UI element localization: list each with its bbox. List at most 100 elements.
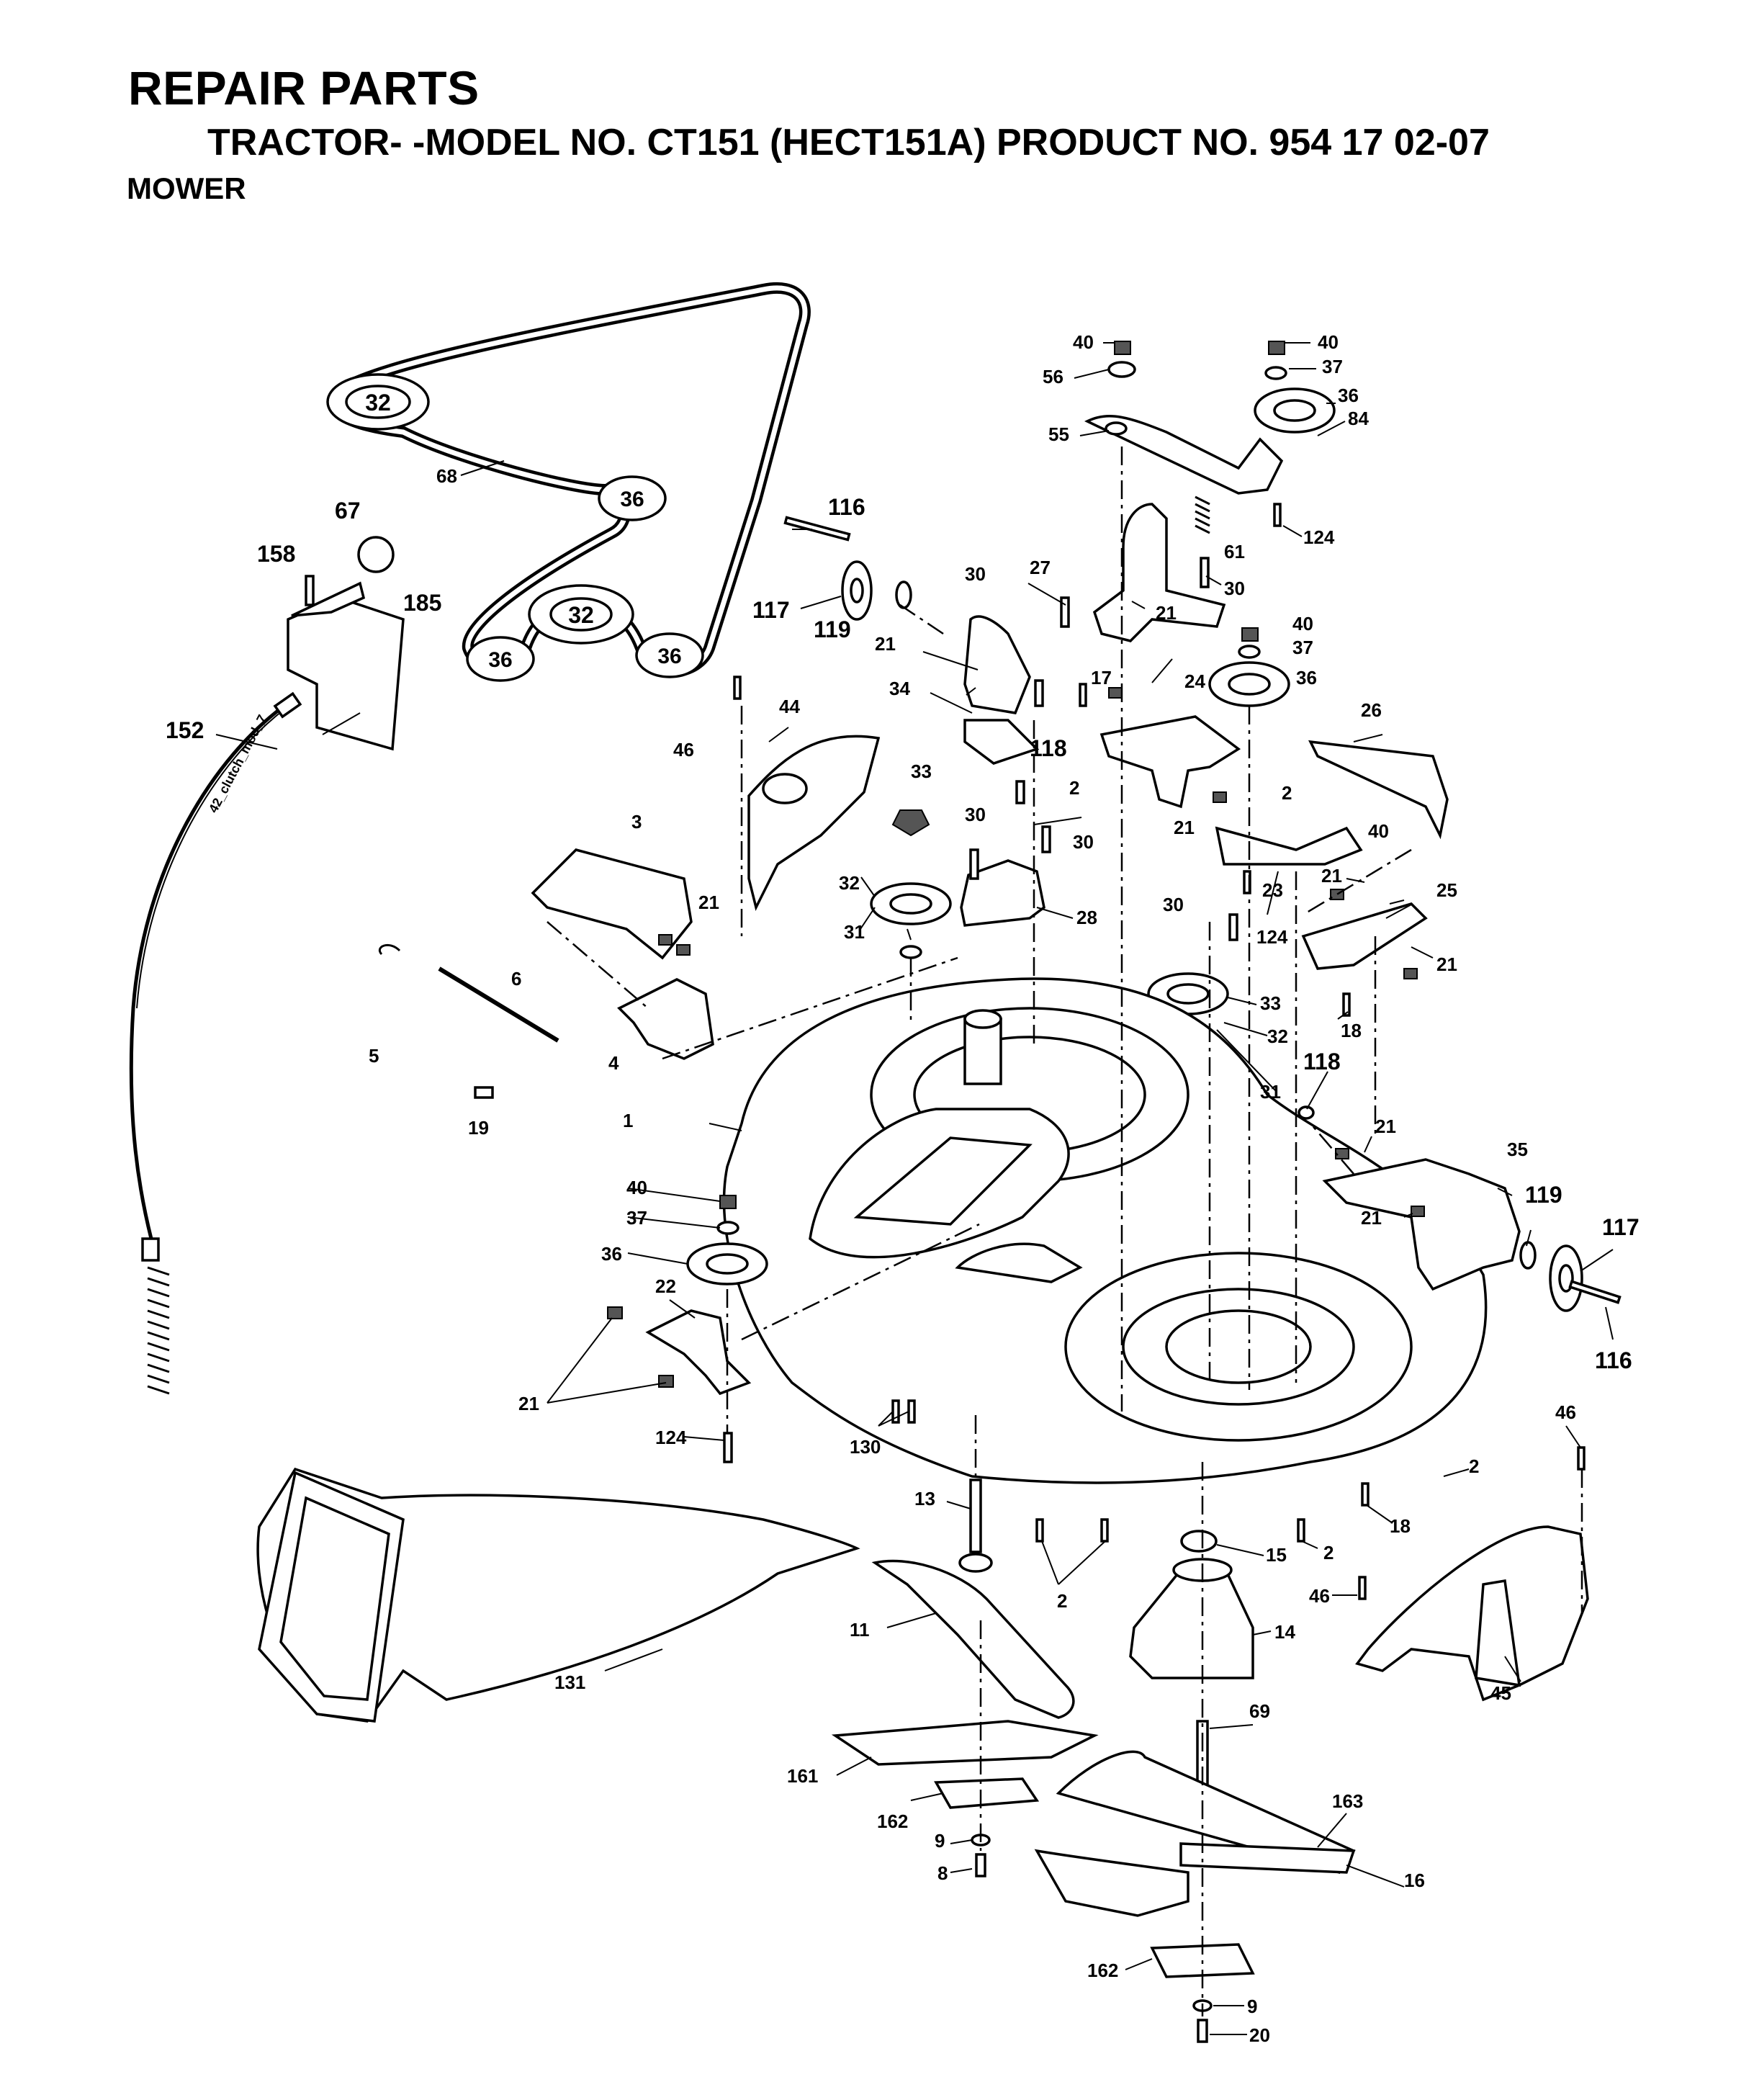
part-21-nut-g [658, 934, 673, 946]
part-27-bracket [1092, 503, 1226, 642]
part-30-bolt-d [1041, 825, 1051, 853]
part-56-spacer [1107, 361, 1136, 378]
callout-124-a: 124 [1303, 526, 1335, 548]
part-21-nut-f [1411, 1206, 1425, 1217]
callout-46-b: 46 [1555, 1401, 1576, 1423]
callout-21-d: 21 [698, 892, 719, 913]
callout-leaders [215, 342, 1614, 2035]
part-67-knob [357, 536, 395, 573]
part-116-bolt-top [783, 516, 851, 542]
part-116-bolt-right [1568, 1280, 1622, 1304]
page-header: REPAIR PARTS TRACTOR- -MODEL NO. CT151 (… [0, 0, 1754, 216]
callout-30-c: 30 [965, 804, 986, 825]
part-124-bolt-top [1273, 503, 1282, 527]
part-30-bolt-b [1200, 557, 1210, 588]
belt-pulley-label-36-lower-right: 36 [657, 645, 681, 668]
part-61-spring [1195, 495, 1210, 534]
part-21-nut-h [676, 944, 691, 956]
belt-pulley-36-lower-right [635, 632, 704, 678]
part-19-bolt [474, 1086, 494, 1099]
part-21-nut-a [1108, 687, 1123, 699]
clutch-cable-assembly: 42_clutch_mod_7 [129, 536, 405, 1395]
callout-163: 163 [1332, 1790, 1363, 1812]
callout-18-a: 18 [1341, 1020, 1362, 1041]
part-26-bracket [1308, 740, 1449, 840]
callout-46-c: 46 [1309, 1585, 1330, 1607]
part-23-plate [1215, 826, 1363, 866]
callout-25: 25 [1436, 879, 1457, 901]
part-21-nut-d [1403, 968, 1418, 979]
part-33-nut-center [891, 809, 930, 837]
part-8-bolt [975, 1853, 986, 1877]
callout-30-d: 30 [1073, 831, 1094, 853]
callout-33-b: 33 [1260, 992, 1281, 1014]
belt-pulley-label-36-left: 36 [488, 648, 512, 672]
callout-2-b: 2 [1282, 782, 1292, 804]
callout-16: 16 [1404, 1870, 1425, 1891]
belt-pulley-36-right [598, 475, 667, 521]
part-30-bolt-e [1228, 913, 1238, 941]
belt-pulley-marks: 32 36 32 36 36 [326, 373, 704, 682]
callout-124-b: 124 [1256, 926, 1288, 948]
callout-119-b: 119 [1525, 1182, 1562, 1208]
callout-3: 3 [631, 811, 642, 833]
part-131-grass-chute [256, 1467, 860, 1723]
part-13-spindle [969, 1478, 982, 1553]
callout-32-a: 32 [839, 872, 860, 894]
part-21-nut-b [1213, 791, 1227, 803]
part-55-idler-arm [1084, 415, 1284, 495]
callout-19: 19 [468, 1117, 489, 1139]
callout-45: 45 [1490, 1682, 1511, 1704]
part-34-bracket [963, 615, 1031, 714]
callout-185: 185 [403, 590, 441, 616]
callout-30-a: 30 [965, 563, 986, 585]
callout-116-top: 116 [828, 494, 865, 520]
callout-35: 35 [1507, 1139, 1528, 1160]
part-158-bolt [305, 575, 315, 606]
callout-152: 152 [166, 717, 204, 743]
callout-17: 17 [1091, 667, 1112, 688]
center-bracket-stack [747, 516, 1045, 959]
belt-pulley-label-32-top: 32 [365, 390, 391, 416]
callout-27: 27 [1030, 557, 1051, 578]
part-3-bracket [531, 848, 693, 960]
part-40-nut-top-left [1114, 341, 1131, 355]
callout-56: 56 [1043, 366, 1063, 387]
part-37-washer-left-lower [716, 1221, 739, 1235]
part-31-washer-center [899, 945, 922, 959]
callout-118-top: 118 [1030, 735, 1067, 761]
callout-1: 1 [623, 1110, 633, 1131]
part-119-spacer-top [895, 580, 912, 609]
part-185-bracket [287, 596, 405, 751]
callout-40-d: 40 [1368, 820, 1389, 842]
part-46-bolt-c [1358, 1576, 1367, 1600]
callout-36-a: 36 [1338, 385, 1359, 406]
callout-24: 24 [1184, 670, 1205, 692]
belt-pulley-label-32-center: 32 [568, 602, 594, 628]
callout-162-b: 162 [1087, 1960, 1118, 1981]
part-11-blade [871, 1559, 1075, 1719]
callout-119-top: 119 [814, 616, 851, 642]
callout-32-b: 32 [1267, 1026, 1288, 1047]
callout-40-e: 40 [626, 1177, 647, 1198]
belt-pulley-label-36-right: 36 [620, 488, 644, 511]
part-40-nut-right [1241, 627, 1259, 642]
callout-117-b: 117 [1602, 1214, 1640, 1240]
callout-117-top: 117 [752, 597, 790, 623]
callout-2-d: 2 [1323, 1542, 1334, 1563]
callout-40-c: 40 [1292, 613, 1313, 634]
callout-26: 26 [1361, 699, 1382, 721]
callout-118-b: 118 [1303, 1049, 1341, 1074]
part-6-rod [438, 966, 559, 1043]
callout-124-c: 124 [655, 1427, 687, 1448]
mower-deck [722, 977, 1488, 1484]
page-title: REPAIR PARTS [128, 61, 480, 115]
callout-31-a: 31 [844, 921, 865, 943]
part-4-bracket [617, 978, 714, 1060]
callout-22: 22 [655, 1275, 676, 1297]
part-5-clip [379, 943, 401, 956]
part-2-bolt-d [1297, 1518, 1305, 1543]
part-30-bolt-a [1060, 596, 1070, 628]
callout-131: 131 [554, 1672, 585, 1693]
